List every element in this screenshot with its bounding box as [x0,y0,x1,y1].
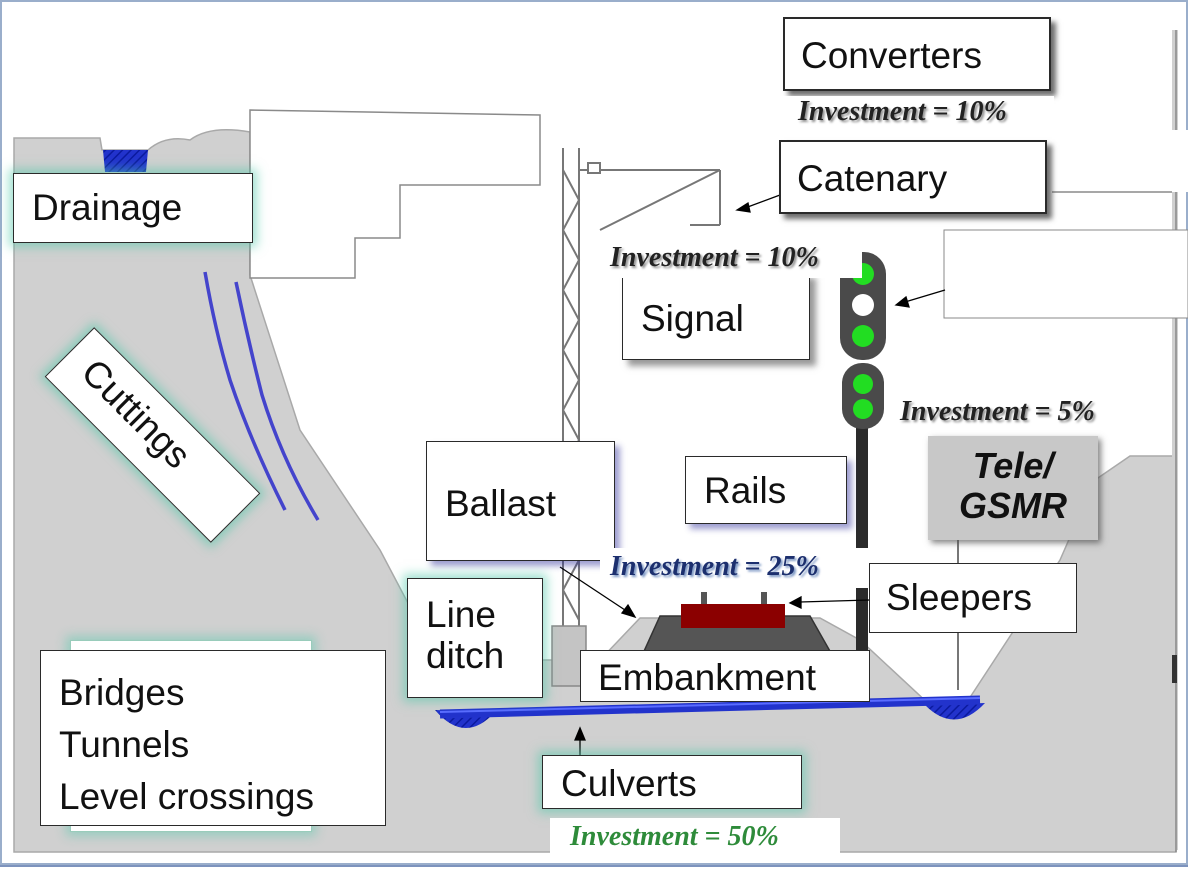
catenary-investment: Investment = 10% [606,242,862,278]
right-ditch-water [925,703,985,720]
drainage-label: Drainage [32,187,183,228]
converters-label: Converters [801,35,982,76]
rails-label: Rails [704,470,787,511]
line-label: Line [426,594,496,635]
level-crossings-label: Level crossings [59,775,315,817]
bridges-label: Bridges [59,672,185,713]
bridges-tunnels-crossings-box: Bridges Tunnels Level crossings [40,650,386,826]
cutting-profile [249,109,541,279]
rail-right [761,592,767,604]
groundwater-line-2 [234,281,320,521]
upper-right-box [1052,130,1188,192]
drainage-box: Drainage [13,173,253,243]
catenary-label: Catenary [797,158,948,199]
ditch-label: ditch [426,634,505,676]
signal-post [856,420,868,650]
signal-callout-box [943,229,1188,319]
ballast-label: Ballast [445,483,557,524]
right-wall-mark [1172,655,1177,683]
culverts-label: Culverts [561,763,697,804]
arrows [559,194,946,755]
gsmr-label: GSMR [959,485,1067,527]
converters-investment: Investment = 10% [780,96,1054,134]
converters-box: Converters [783,17,1051,91]
civil-investment: Investment = 50% [550,818,840,858]
signal-lamp-white [852,294,874,316]
tunnels-label: Tunnels [59,723,190,765]
sleeper [681,604,785,628]
embankment-label: Embankment [598,657,816,698]
line-ditch-box: Line ditch [407,578,543,698]
embankment-box: Embankment [580,650,870,702]
rail-left [701,592,707,604]
right-wall [1172,30,1178,850]
track-investment: Investment = 25% [600,548,870,588]
telecom-investment: Investment = 5% [900,396,1095,427]
sleepers-box: Sleepers [869,563,1077,633]
tele-gsmr-box: Tele/ GSMR [928,436,1098,540]
culvert-pipe-highlight [439,697,981,713]
ballast-box: Ballast [426,441,615,561]
groundwater-line-1 [203,271,287,511]
signal-lamp-green-lower-2 [853,399,873,419]
sleepers-label: Sleepers [886,577,1033,618]
signal-lamp-green-lower-1 [853,374,873,394]
tele-label: Tele/ [972,445,1054,486]
rails-box: Rails [685,456,847,524]
signal-box: Signal [622,272,810,360]
catenary-box: Catenary [779,140,1047,214]
signal-label: Signal [641,298,744,339]
drainage-water [103,150,148,172]
signal-head-lower [842,363,884,429]
signal-lamp-green-middle [852,325,874,347]
culvert-pipe [439,695,981,719]
culverts-box: Culverts [542,755,802,809]
